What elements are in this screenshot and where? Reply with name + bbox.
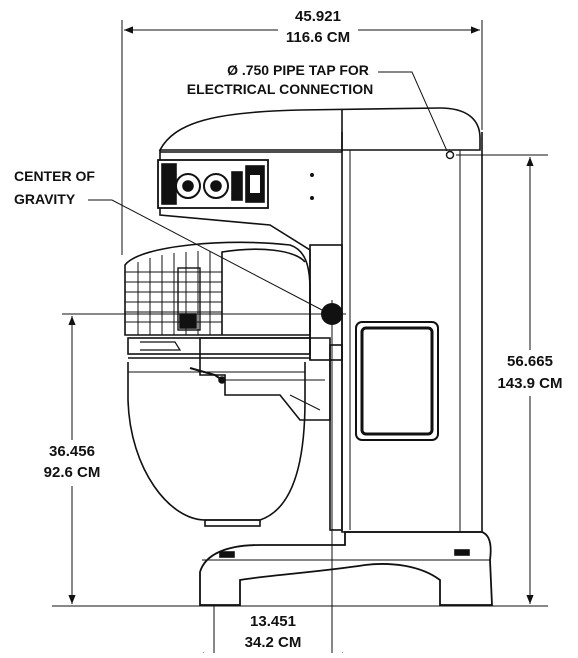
overall-width-cm: 116.6 CM [286, 29, 350, 46]
cg-note-line2: GRAVITY [14, 191, 76, 207]
mixer-bowl [127, 362, 306, 521]
access-panel [355, 321, 439, 441]
dimension-lines [52, 20, 548, 658]
cg-height-in: 36.456 [49, 443, 95, 460]
pipe-tap-note-line2: ELECTRICAL CONNECTION [187, 81, 373, 97]
cg-offset-cm: 34.2 CM [245, 634, 302, 651]
cg-height-cm: 92.6 CM [44, 464, 101, 481]
cg-offset-in: 13.451 [250, 613, 296, 630]
cg-leader [88, 199, 323, 311]
center-of-gravity-marker [318, 300, 346, 328]
bowl-handle [189, 367, 223, 381]
pipe-tap-marker [445, 150, 455, 160]
height-in: 56.665 [507, 353, 553, 370]
cg-note-line1: CENTER OF [14, 168, 95, 184]
guard-bars [125, 251, 223, 335]
pipe-tap-leader [378, 71, 448, 152]
mixer-outline [124, 107, 493, 606]
height-cm: 143.9 CM [497, 375, 562, 392]
mixer-base [199, 531, 493, 606]
pipe-tap-note-line1: Ø .750 PIPE TAP FOR [227, 62, 369, 78]
mixer-head-top [158, 107, 481, 151]
overall-width-in: 45.921 [295, 8, 341, 25]
bowl-ring [127, 337, 311, 355]
